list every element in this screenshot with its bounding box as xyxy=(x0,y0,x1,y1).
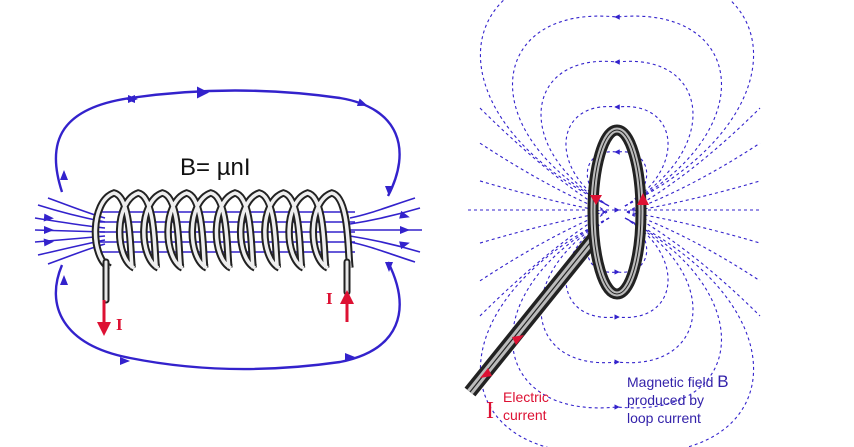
field-line-right-fan xyxy=(626,211,761,244)
loop-current-arrows xyxy=(480,193,649,378)
field-line-left-fan xyxy=(479,211,608,317)
field-line-right-fan xyxy=(626,211,761,317)
electric-current-label-2: current xyxy=(503,407,547,423)
solenoid-outer-field-lines xyxy=(54,86,401,371)
solenoid-fringe-arrows xyxy=(43,210,410,250)
field-line-upper xyxy=(565,104,669,207)
field-line-right-fan xyxy=(626,180,761,213)
electric-current-label-1: Electric xyxy=(503,389,549,405)
field-line-left-fan xyxy=(479,107,608,213)
field-line-lower xyxy=(540,217,694,365)
field-label-line-3: loop current xyxy=(627,410,701,426)
field-line-left-fan xyxy=(479,142,608,213)
loop-field-lines xyxy=(468,0,761,447)
solenoid-leads xyxy=(102,258,351,304)
field-label-line-1: Magnetic field B xyxy=(627,372,729,391)
field-line-upper xyxy=(480,0,754,207)
field-line-right-fan xyxy=(626,107,761,213)
field-line-lower xyxy=(480,217,754,447)
loop-current-symbol: I xyxy=(486,398,494,424)
field-line-upper xyxy=(540,59,694,207)
field-line-upper xyxy=(511,14,723,207)
solenoid-outer-arrows xyxy=(60,95,393,365)
field-label-prefix: Magnetic field xyxy=(627,374,717,390)
loop-wire xyxy=(464,124,647,397)
field-label-symbol: B xyxy=(717,372,728,391)
current-label-right: I xyxy=(326,289,333,308)
field-line-left-fan xyxy=(479,211,608,282)
coil-winding xyxy=(93,191,352,270)
formula-label: B= µnI xyxy=(180,154,251,181)
current-loop-diagram: I Electric current Magnetic field B prod… xyxy=(464,0,761,447)
solenoid-diagram: B= µnI I I xyxy=(34,86,422,371)
solenoid-current-arrows xyxy=(97,290,354,336)
solenoid-coil xyxy=(91,189,354,272)
current-label-left: I xyxy=(116,315,123,334)
field-label-line-2: produced by xyxy=(627,392,704,408)
